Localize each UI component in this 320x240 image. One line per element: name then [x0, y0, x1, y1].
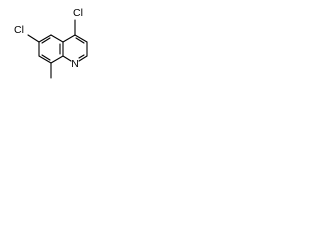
double-bond-c3-c4 — [75, 37, 85, 44]
nitrogen-atom-label: N — [71, 58, 79, 70]
bond-c4-c3 — [74, 34, 88, 43]
bond-c5-c6 — [38, 34, 52, 43]
double-bond-c5-c6 — [41, 37, 51, 44]
bond-c8-c8a — [50, 55, 64, 64]
bond-c2-n1 — [78, 55, 88, 62]
chlorine-atom-label-left: Cl — [14, 24, 24, 36]
double-bond-c2-n1 — [78, 54, 85, 59]
bond-c4a-c4 — [62, 34, 76, 43]
bond-c6-cl — [27, 34, 40, 43]
bond-n1-c8a — [62, 55, 72, 62]
bond-c7-c8 — [38, 55, 52, 64]
chlorine-atom-label-top: Cl — [73, 7, 83, 19]
bond-c4a-c5 — [50, 34, 64, 43]
double-bond-c7-c8 — [41, 54, 51, 61]
chemical-structure-diagram: Cl Cl N — [14, 7, 88, 79]
